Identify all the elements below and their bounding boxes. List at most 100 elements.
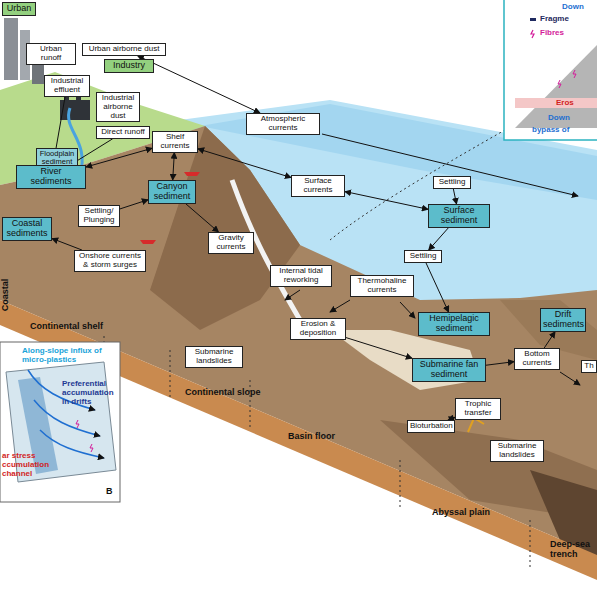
process-box: Gravity currents (208, 232, 254, 254)
current-arrow (400, 302, 415, 318)
node-text: Industry (107, 61, 151, 71)
inset-frame (504, 0, 597, 140)
continental-slope (150, 126, 300, 330)
flow-connector (138, 56, 260, 113)
flow-connector (429, 228, 449, 250)
node-text: Atmospheric currents (249, 115, 317, 133)
front-face (0, 300, 597, 580)
inset-label: Fibres (540, 29, 590, 38)
flow-connector (52, 239, 82, 250)
sediment-box: Submarine fan sediment (412, 358, 486, 382)
inset-label: ar stress ccumulation channel (2, 452, 52, 478)
dotted-divider (530, 520, 531, 570)
node-text: Internal tidal reworking (273, 267, 329, 285)
node-text: Bioturbation (410, 422, 452, 431)
flow-connector (173, 153, 175, 180)
process-box: Thermohaline currents (350, 275, 414, 297)
node-text: Hemipelagic sediment (421, 314, 487, 334)
sediment-box: Coastal sediments (2, 217, 52, 241)
region-label: Continental slope (185, 388, 275, 398)
fibre-symbol (558, 70, 576, 88)
process-box: Industrial effluent (44, 75, 90, 97)
flow-connector (486, 362, 514, 366)
boat (184, 172, 200, 176)
process-box: Direct runoff (96, 126, 150, 139)
organism (468, 418, 484, 432)
process-box: Atmospheric currents (246, 113, 320, 135)
source-label: Industry (104, 59, 154, 73)
region-label: Deep-sea trench (550, 540, 596, 560)
flow-connector (120, 200, 148, 209)
process-box: Settling (433, 176, 471, 189)
node-text: Canyon sediment (151, 182, 193, 202)
flow-connector (186, 204, 219, 232)
inset-frame (0, 342, 120, 502)
inset-label: Down (548, 114, 588, 123)
dotted-divider (170, 350, 171, 400)
node-text: Urban airborne dust (85, 45, 163, 54)
process-box: Onshore currents & storm surges (74, 250, 146, 272)
node-text: Gravity currents (211, 234, 251, 252)
process-box: Urban runoff (26, 43, 76, 65)
region-label: Abyssal plain (432, 508, 512, 518)
fibre-symbol (531, 30, 534, 38)
process-box: Trophic transfer (455, 398, 501, 420)
inset-label: bypass of (532, 126, 594, 135)
region-label: Continental shelf (30, 322, 120, 332)
node-text: Submarine fan sediment (415, 360, 483, 380)
node-text: Trophic transfer (458, 400, 498, 418)
node-text: Coastal sediments (5, 219, 49, 239)
flow-connector (453, 189, 456, 204)
current-arrow (330, 300, 350, 312)
node-text: Urban runoff (29, 45, 73, 63)
flow-connector (346, 338, 412, 359)
node-text: Bottom currents (517, 350, 557, 368)
flow-connector (86, 148, 152, 167)
flow-connector (198, 149, 291, 178)
node-text: Submarine landslides (493, 442, 541, 460)
erosion-band (515, 98, 597, 108)
current-arrow (560, 372, 580, 385)
process-box: Erosion & deposition (290, 318, 346, 340)
fragment-symbol (530, 18, 536, 21)
node-text: River sediments (19, 167, 83, 187)
node-text: Settling (436, 178, 468, 187)
node-text: Shelf currents (155, 133, 195, 151)
current-arrow (322, 134, 578, 196)
node-text: Th (584, 362, 594, 371)
current-arrow (285, 290, 300, 300)
process-box: Surface currents (291, 175, 345, 197)
flow-connector (345, 192, 428, 210)
sediment-box: Drift sediments (540, 308, 586, 332)
node-text: Surface sediment (431, 206, 487, 226)
inset-label: Fragme (540, 15, 590, 24)
flow-connector (544, 332, 555, 348)
inset-label: Along-slope influx of micro-plastics (22, 347, 114, 365)
node-text: Settling/ Plunging (81, 207, 117, 225)
process-box: Bottom currents (514, 348, 560, 370)
flow-connector (426, 263, 449, 312)
node-text: Urban (5, 4, 33, 14)
sediment-box: Canyon sediment (148, 180, 196, 204)
node-text: Settling (407, 252, 439, 261)
process-box: Urban airborne dust (82, 43, 166, 56)
sediment-box: River sediments (16, 165, 86, 189)
sediment-box: Hemipelagic sediment (418, 312, 490, 336)
node-text: Submarine landslides (188, 348, 240, 366)
process-box: Submarine landslides (490, 440, 544, 462)
source-label: Urban (2, 2, 36, 16)
process-box: Th (581, 360, 597, 373)
flow-arrow (40, 430, 104, 458)
process-box: Internal tidal reworking (270, 265, 332, 287)
inset-label: Down (562, 3, 596, 12)
inset-label: Preferential accumulation in drifts (62, 380, 118, 406)
boat (140, 240, 156, 244)
process-box: Industrial airborne dust (96, 92, 140, 122)
region-label: Basin floor (288, 432, 358, 442)
process-box: Shelf currents (152, 131, 198, 153)
region-label: Coastal (1, 275, 11, 315)
factory (60, 100, 90, 120)
process-box: Settling (404, 250, 442, 263)
